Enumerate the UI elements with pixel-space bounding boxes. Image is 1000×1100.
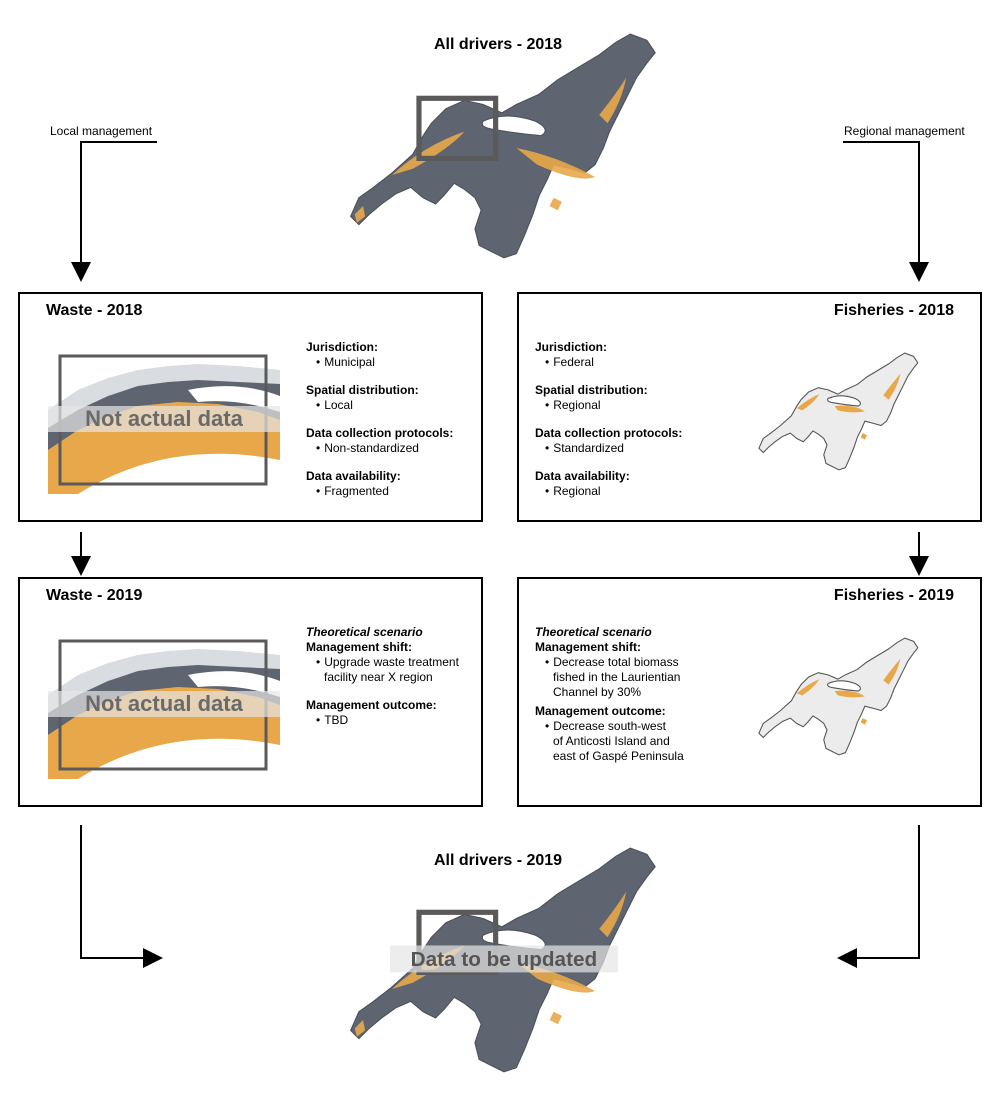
spatial-heading: Spatial distribution: — [535, 383, 648, 397]
waste-2019-info: Theoretical scenario Management shift: U… — [306, 625, 459, 728]
shift-line-2: fished in the Laurientian — [553, 670, 681, 684]
fisheries-merge-connector — [837, 825, 920, 968]
outcome-line-3: east of Gaspé Peninsula — [553, 749, 684, 763]
waste-2019-panel: Waste - 2019 Not actual data Theoretical… — [18, 577, 483, 807]
fisheries-2019-map — [758, 637, 919, 756]
spatial-value: Regional — [535, 398, 682, 413]
waste-2019-overlay: Not actual data — [85, 691, 243, 716]
protocols-value: Standardized — [535, 441, 682, 456]
fisheries-2018-info: Jurisdiction: Federal Spatial distributi… — [535, 340, 682, 499]
outcome-line-2: of Anticosti Island and — [553, 734, 670, 748]
local-management-label: Local management — [50, 124, 153, 138]
focus-rectangle — [416, 909, 499, 975]
availability-value: Fragmented — [306, 484, 453, 499]
outcome-heading: Management outcome: — [535, 704, 666, 718]
shift-heading: Management shift: — [306, 640, 413, 654]
jurisdiction-value: Federal — [535, 355, 682, 370]
top-map-title: All drivers - 2018 — [434, 36, 563, 53]
protocols-value: Non-standardized — [306, 441, 453, 456]
shift-heading: Management shift: — [535, 640, 642, 654]
focus-rectangle — [416, 95, 499, 161]
waste-2019-zoom-map: Not actual data — [48, 639, 280, 779]
shift-line-1: Upgrade waste treatment — [306, 655, 459, 670]
top-map — [350, 33, 656, 259]
shift-line-3: Channel by 30% — [553, 685, 642, 699]
fisheries-2019-info: Theoretical scenario Management shift: D… — [535, 625, 684, 764]
bottom-map-title: All drivers - 2019 — [434, 852, 563, 869]
scenario-label: Theoretical scenario — [306, 625, 423, 639]
jurisdiction-value: Municipal — [306, 355, 453, 370]
regional-connector — [843, 141, 929, 282]
waste-2018-info: Jurisdiction: Municipal Spatial distribu… — [306, 340, 453, 499]
outcome-heading: Management outcome: — [306, 698, 437, 712]
waste-2018-zoom-map: Not actual data — [48, 354, 280, 494]
scenario-label: Theoretical scenario — [535, 625, 652, 639]
bottom-map: Data to be updated — [350, 847, 656, 1073]
fisheries-2018-map — [758, 352, 919, 471]
waste-2018-overlay: Not actual data — [85, 406, 243, 431]
fisheries-2018-panel: Fisheries - 2018 Jurisdiction: Federal S… — [517, 292, 982, 522]
spatial-heading: Spatial distribution: — [306, 383, 419, 397]
fisheries-2019-panel: Fisheries - 2019 Theoretical scenario Ma… — [517, 577, 982, 807]
protocols-heading: Data collection protocols: — [306, 426, 454, 440]
bottom-map-overlay: Data to be updated — [411, 948, 597, 971]
local-connector — [71, 141, 157, 282]
jurisdiction-heading: Jurisdiction: — [306, 340, 379, 354]
availability-heading: Data availability: — [306, 469, 401, 483]
outcome-line-1: TBD — [306, 713, 459, 728]
availability-heading: Data availability: — [535, 469, 630, 483]
waste-2018-panel: Waste - 2018 Not actual data Jurisdictio… — [18, 292, 483, 522]
spatial-value: Local — [306, 398, 453, 413]
fisheries-2018-title: Fisheries - 2018 — [833, 302, 954, 319]
shift-line-1: Decrease total biomass — [535, 655, 684, 670]
protocols-heading: Data collection protocols: — [535, 426, 683, 440]
availability-value: Regional — [535, 484, 682, 499]
jurisdiction-heading: Jurisdiction: — [535, 340, 608, 354]
waste-2019-title: Waste - 2019 — [46, 587, 143, 604]
shift-line-2: facility near X region — [324, 670, 433, 684]
regional-management-label: Regional management — [844, 124, 965, 138]
waste-merge-connector — [80, 825, 163, 968]
outcome-line-1: Decrease south-west — [535, 719, 684, 734]
waste-2018-title: Waste - 2018 — [46, 302, 143, 319]
fisheries-2019-title: Fisheries - 2019 — [833, 587, 954, 604]
